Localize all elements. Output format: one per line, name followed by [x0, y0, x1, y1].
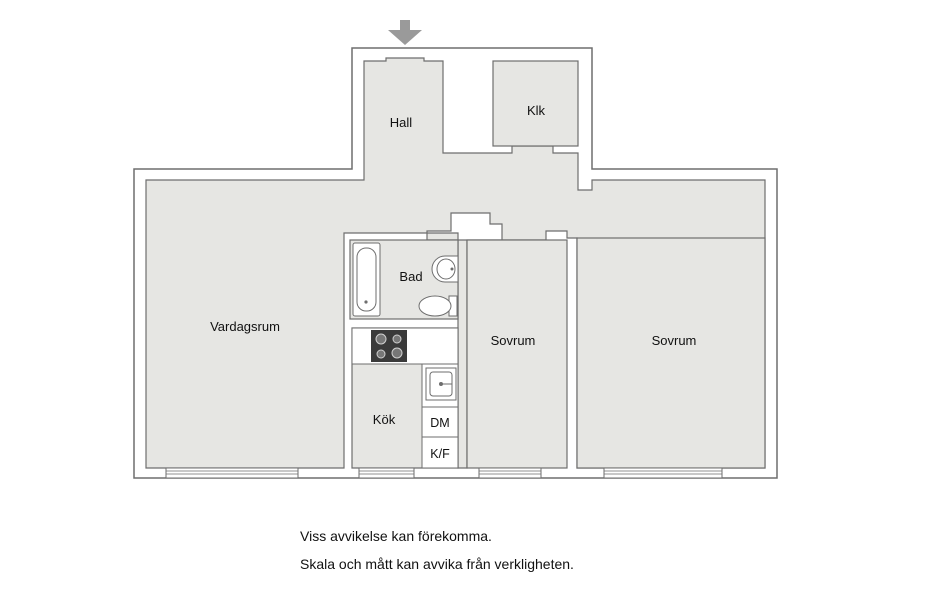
bedroom-2-floor	[576, 237, 766, 469]
bathtub-icon	[352, 242, 381, 317]
disclaimer-line-1: Viss avvikelse kan förekomma.	[300, 528, 492, 544]
stove-icon	[371, 330, 407, 362]
klk-floor	[492, 60, 579, 147]
window-4	[603, 467, 723, 479]
fixture-label-dm: DM	[430, 416, 449, 430]
toilet-icon	[418, 295, 458, 317]
window-2	[358, 467, 415, 479]
fixture-label-kf: K/F	[430, 447, 450, 461]
room-label-kok: Kök	[373, 412, 396, 427]
bedroom-1-floor	[466, 239, 568, 469]
room-label-sovrum-2: Sovrum	[652, 333, 697, 348]
room-label-klk: Klk	[527, 103, 546, 118]
washbasin-icon	[431, 255, 459, 283]
room-label-vardagsrum: Vardagsrum	[210, 319, 280, 334]
room-label-hall: Hall	[390, 115, 413, 130]
floor-plan: Hall Klk Bad Vardagsrum Sovrum Sovrum Kö…	[133, 20, 778, 479]
room-label-bad: Bad	[399, 269, 422, 284]
room-label-sovrum-1: Sovrum	[491, 333, 536, 348]
sink-icon	[425, 367, 457, 401]
window-3	[478, 467, 542, 479]
entrance-arrow-icon	[388, 20, 422, 45]
dishwasher-box	[421, 406, 459, 438]
disclaimer-line-2: Skala och mått kan avvika från verklighe…	[300, 556, 574, 572]
fridge-freezer-box	[421, 436, 459, 469]
window-1	[165, 467, 299, 479]
